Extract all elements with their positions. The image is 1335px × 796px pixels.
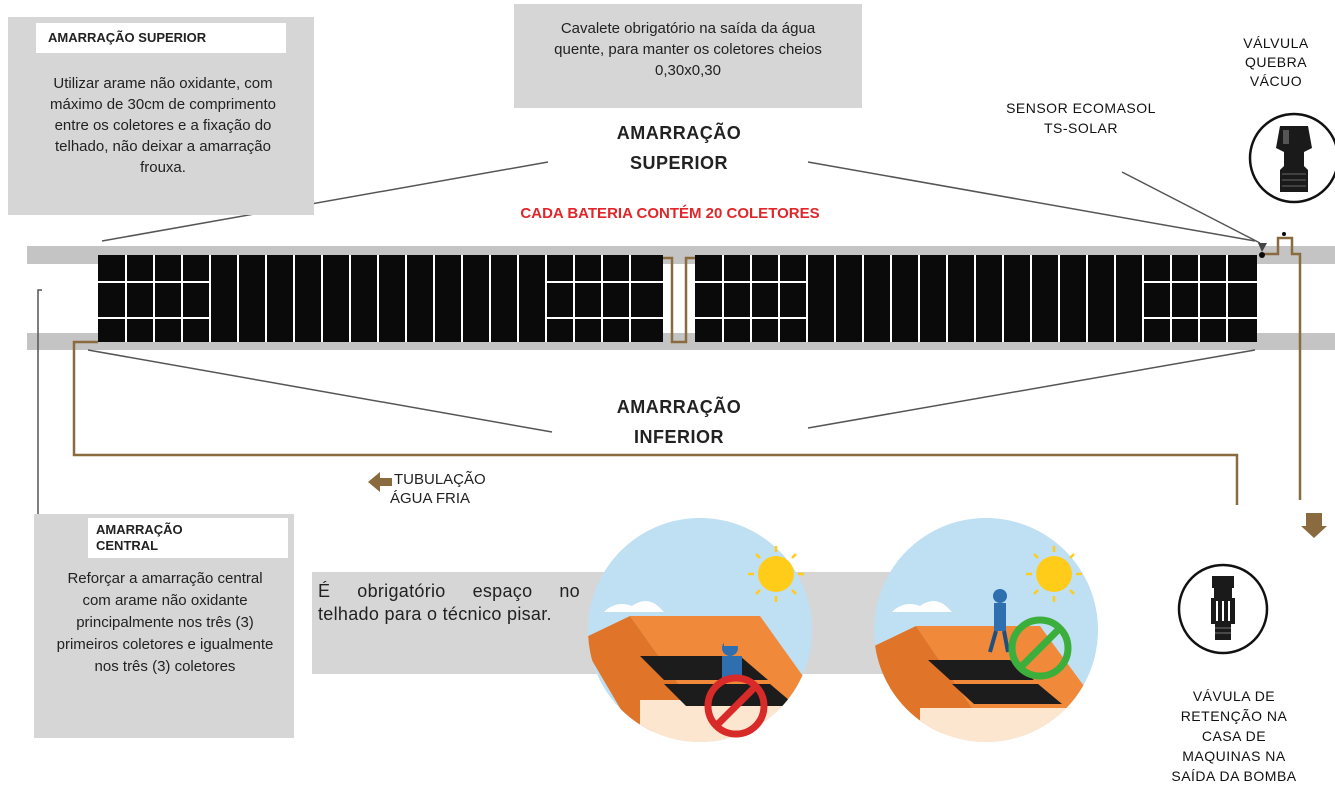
vacuum-valve-label: VÁLVULA QUEBRA VÁCUO [1226, 34, 1326, 91]
check-valve-label: VÁVULA DE RETENÇÃO NA CASA DE MAQUINAS N… [1140, 686, 1328, 786]
central-tie-pointer [37, 289, 76, 521]
sun-icon [1036, 556, 1072, 592]
left-end-cap [44, 281, 98, 319]
top-center-note-body: Cavalete obrigatório na saída da água qu… [554, 20, 822, 79]
lower-tie-line-left [87, 349, 553, 433]
battery-connector-pipe [663, 256, 695, 344]
cold-pipe-label-line2: ÁGUA FRIA [390, 490, 471, 507]
prohibited-icon [704, 674, 768, 738]
battery-count-label: CADA BATERIA CONTÉM 20 COLETORES [520, 205, 820, 222]
check-valve-label-line2: RETENÇÃO NA [1180, 708, 1288, 724]
sensor-label: SENSOR ECOMASOL TS-SOLAR [968, 98, 1194, 138]
central-tie-note-title-line1: AMARRAÇÃO [96, 522, 183, 537]
illustration-allowed [874, 518, 1098, 742]
lower-tie-label: AMARRAÇÃO INFERIOR [556, 392, 802, 452]
check-valve-icon [1177, 563, 1269, 655]
collector-battery-right [695, 255, 1257, 342]
right-end-cap [1257, 281, 1274, 319]
vacuum-valve-label-line3: VÁCUO [1249, 73, 1303, 89]
lower-tie-label-line1: AMARRAÇÃO [616, 397, 742, 417]
central-tie-note-title-line2: CENTRAL [96, 538, 159, 553]
lower-tie-label-line2: INFERIOR [633, 427, 724, 447]
lower-tie-line-right [807, 349, 1256, 429]
top-left-note-title: AMARRAÇÃO SUPERIOR [36, 23, 286, 53]
down-arrow-icon [1301, 513, 1327, 538]
collector-battery-left [98, 255, 663, 342]
vacuum-valve-label-line2: QUEBRA [1244, 54, 1308, 70]
central-tie-note-title: AMARRAÇÃO CENTRAL [88, 518, 288, 558]
upper-tie-line-left [101, 161, 549, 242]
top-center-note: Cavalete obrigatório na saída da água qu… [514, 4, 862, 108]
top-left-note: AMARRAÇÃO SUPERIOR Utilizar arame não ox… [8, 17, 314, 215]
cold-pipe-label-line1: TUBULAÇÃO [394, 471, 486, 488]
hot-water-outlet-pipe [1262, 236, 1302, 500]
central-tie-note: AMARRAÇÃO CENTRAL Reforçar a amarração c… [34, 514, 294, 738]
top-left-note-body: Utilizar arame não oxidante, com máximo … [50, 75, 276, 176]
left-arrow-icon [368, 472, 392, 492]
check-valve-label-line5: SAÍDA DA BOMBA [1171, 768, 1297, 784]
check-valve-label-line3: CASA DE [1201, 728, 1267, 744]
sun-icon [758, 556, 794, 592]
cold-water-pipe [72, 340, 1239, 505]
sensor-pointer-arrow [1258, 243, 1267, 252]
allowed-icon [1008, 616, 1072, 680]
sensor-label-line1: SENSOR ECOMASOL [1006, 100, 1156, 116]
sensor-label-line2: TS-SOLAR [1043, 120, 1118, 136]
vacuum-valve-label-line1: VÁLVULA [1243, 35, 1309, 51]
upper-tie-label-line1: AMARRAÇÃO [616, 123, 742, 143]
check-valve-label-line4: MAQUINAS NA [1182, 748, 1286, 764]
check-valve-label-line1: VÁVULA DE [1192, 688, 1276, 704]
valve-point [1282, 232, 1286, 236]
vacuum-valve-icon [1248, 112, 1335, 204]
upper-tie-label-line2: SUPERIOR [629, 153, 729, 173]
sensor-point [1259, 252, 1265, 258]
cold-pipe-label: TUBULAÇÃO ÁGUA FRIA [390, 470, 530, 508]
illustration-prohibited [588, 518, 812, 742]
upper-tie-label: AMARRAÇÃO SUPERIOR [556, 118, 802, 178]
roof-space-note: É obrigatório espaço no telhado para o t… [318, 581, 580, 624]
sensor-pointer-line [1121, 171, 1261, 244]
central-tie-note-body: Reforçar a amarração central com arame n… [56, 570, 274, 675]
upper-tie-line-right [807, 161, 1256, 242]
